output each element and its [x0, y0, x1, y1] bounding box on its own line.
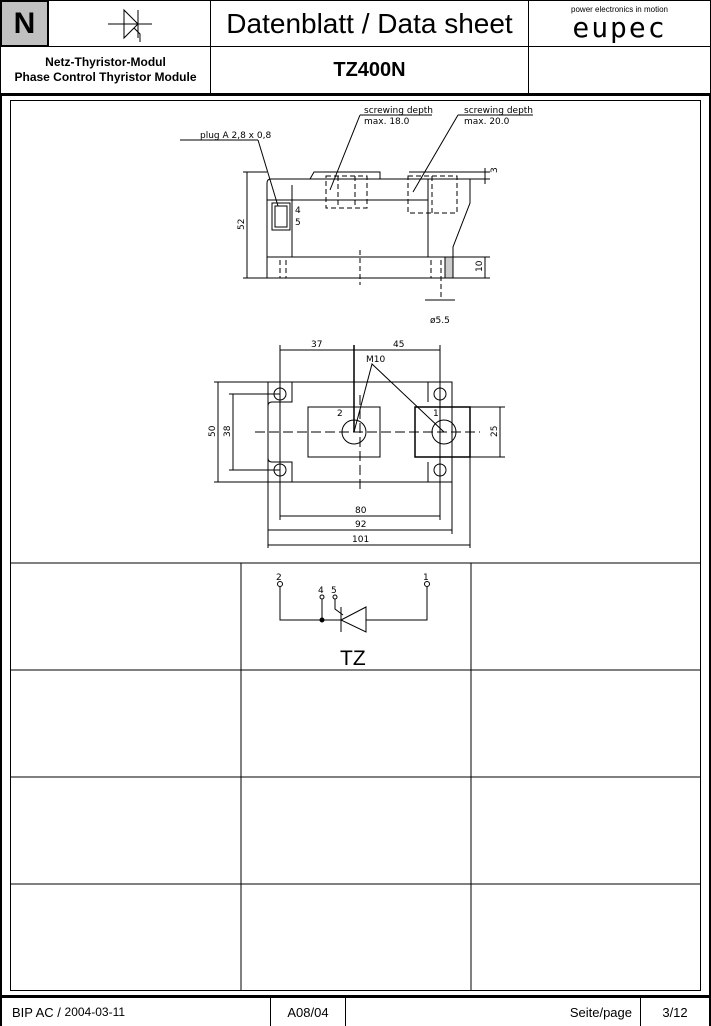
schematic-pin5: 5	[331, 586, 337, 596]
dim-step: 3	[490, 167, 500, 173]
doc-date: 2004-03-11	[64, 1005, 126, 1019]
footer-doc-ref: BIP AC / 2004-03-11	[0, 998, 271, 1026]
content-frame	[0, 96, 711, 998]
table-grid	[10, 562, 701, 991]
logo-text: eupec	[572, 11, 667, 44]
schematic-pin4: 4	[318, 586, 324, 596]
module-type-de: Netz-Thyristor-Modul	[45, 55, 166, 69]
circuit-schematic	[277, 581, 430, 633]
dim-92: 92	[355, 520, 366, 530]
category-badge: N	[0, 0, 49, 47]
footer-page-number: 3/12	[641, 998, 711, 1026]
dim-80: 80	[355, 506, 367, 516]
plug-pin5: 5	[295, 218, 301, 228]
doc-ref: BIP AC /	[12, 1004, 61, 1020]
plug-label: plug A 2,8 x 0,8	[200, 131, 271, 141]
header-divider	[0, 93, 711, 96]
drawing-frame	[10, 100, 701, 991]
side-view-drawing	[180, 114, 533, 301]
revision: A08/04	[287, 1004, 329, 1020]
footer-revision: A08/04	[271, 998, 346, 1026]
dim-base: 10	[475, 260, 485, 272]
screw2-label: screwing depth	[464, 106, 533, 116]
plug-pin4: 4	[295, 206, 301, 216]
screw2-max: max. 20.0	[464, 117, 510, 127]
dim-50: 50	[208, 425, 218, 437]
terminal-2-label: 2	[337, 409, 343, 419]
page-label: Seite/page	[569, 1004, 632, 1020]
page-number: 3/12	[662, 1004, 688, 1020]
logo-tagline: power electronics in motion	[571, 5, 668, 14]
part-number-text: TZ400N	[333, 58, 406, 81]
dim-45: 45	[393, 340, 404, 350]
category-letter: N	[13, 6, 36, 40]
dim-38: 38	[223, 425, 233, 437]
schematic-pin1: 1	[423, 573, 429, 583]
dim-101: 101	[352, 535, 369, 545]
module-type-en: Phase Control Thyristor Module	[14, 70, 197, 84]
dim-25: 25	[490, 426, 500, 437]
screw1-max: max. 18.0	[364, 117, 410, 127]
top-view-drawing	[214, 345, 505, 548]
screw1-label: screwing depth	[364, 106, 433, 116]
terminal-1-label: 1	[433, 409, 439, 419]
dim-37: 37	[311, 340, 322, 350]
thread-label: M10	[366, 355, 385, 365]
dim-hole: ø5.5	[430, 316, 450, 326]
thyristor-symbol-icon	[107, 8, 152, 42]
footer-page-label: Seite/page	[346, 998, 641, 1026]
schematic-label: TZ	[340, 647, 366, 670]
dim-height: 52	[237, 219, 247, 230]
title-text: Datenblatt / Data sheet	[226, 7, 513, 39]
schematic-pin2: 2	[276, 573, 282, 583]
